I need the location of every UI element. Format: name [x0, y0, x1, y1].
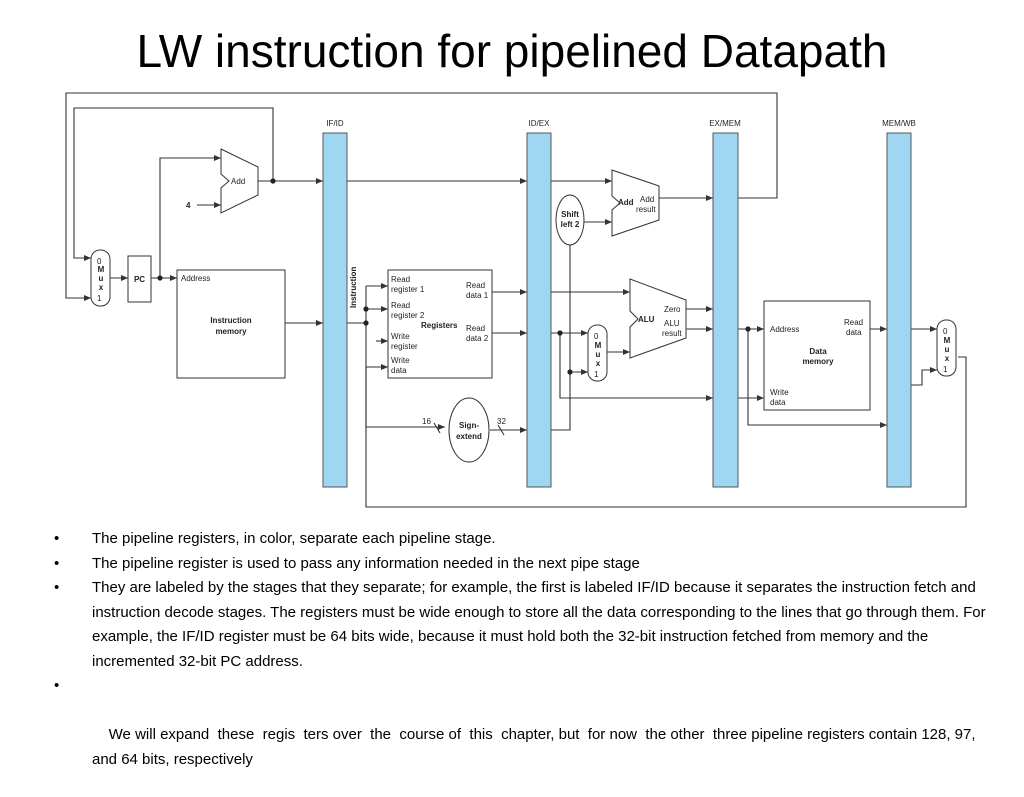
- svg-text:Registers: Registers: [421, 321, 458, 330]
- svg-text:register 1: register 1: [391, 285, 425, 294]
- pc-mux: 0 M u x 1: [90, 249, 111, 307]
- svg-text:x: x: [99, 283, 104, 292]
- bullet-text: The pipeline register is used to pass an…: [92, 554, 640, 572]
- alu: ALU Zero ALU result: [629, 278, 687, 359]
- bullet-marker: •: [54, 554, 60, 572]
- svg-text:memory: memory: [802, 357, 834, 366]
- svg-text:data 2: data 2: [466, 334, 489, 343]
- svg-text:data: data: [391, 366, 407, 375]
- svg-text:Write: Write: [391, 332, 410, 341]
- svg-text:result: result: [636, 205, 656, 214]
- bullet-item: • The pipeline registers, in color, sepa…: [52, 527, 1002, 552]
- svg-text:0: 0: [594, 332, 599, 341]
- svg-text:32: 32: [497, 417, 506, 426]
- wires: [65, 92, 967, 508]
- sign-extend-unit: Sign- extend 16 32: [422, 397, 506, 463]
- bullet-list: • The pipeline registers, in color, sepa…: [52, 527, 1002, 797]
- pipeline-register-if-id: IF/ID: [322, 119, 348, 488]
- svg-text:Sign-: Sign-: [459, 421, 479, 430]
- svg-text:ALU: ALU: [638, 315, 655, 324]
- svg-text:1: 1: [97, 294, 102, 303]
- svg-text:x: x: [945, 354, 950, 363]
- pipeline-register-mem-wb: MEM/WB: [882, 119, 916, 488]
- svg-text:Instruction: Instruction: [210, 316, 251, 325]
- instruction-label: Instruction: [349, 267, 358, 308]
- bullet-item: • We will expand these regis ters over t…: [52, 674, 1002, 797]
- bullet-text: The pipeline registers, in color, separa…: [92, 530, 496, 547]
- bullet-text: We will expand these regis ters over the…: [92, 726, 980, 768]
- svg-text:u: u: [596, 350, 601, 359]
- svg-text:Write: Write: [391, 356, 410, 365]
- svg-text:MEM/WB: MEM/WB: [882, 119, 916, 128]
- svg-text:extend: extend: [456, 432, 482, 441]
- svg-text:Shift: Shift: [561, 210, 579, 219]
- svg-text:data: data: [846, 328, 862, 337]
- pipeline-register-id-ex: ID/EX: [526, 119, 552, 488]
- svg-text:ID/EX: ID/EX: [529, 119, 551, 128]
- data-memory: Address Read data Data memory Write data: [763, 300, 871, 411]
- svg-text:Add: Add: [618, 198, 634, 207]
- bullet-text: They are labeled by the stages that they…: [92, 579, 986, 670]
- svg-text:u: u: [945, 345, 950, 354]
- svg-text:M: M: [944, 336, 951, 345]
- bullet-marker: •: [54, 677, 60, 694]
- instruction-memory: Address Instruction memory: [176, 269, 286, 379]
- svg-text:1: 1: [943, 365, 948, 374]
- junction-dots: [157, 178, 751, 375]
- svg-text:register 2: register 2: [391, 311, 425, 320]
- svg-text:IF/ID: IF/ID: [326, 119, 344, 128]
- svg-text:M: M: [98, 265, 105, 274]
- svg-text:16: 16: [422, 417, 431, 426]
- svg-text:Read: Read: [466, 281, 485, 290]
- alu-source-mux: 0 M u x 1: [587, 324, 608, 382]
- slide-title: LW instruction for pipelined Datapath: [136, 25, 888, 77]
- pipelined-datapath-diagram: IF/ID ID/EX EX/MEM MEM/WB 0 M u x 1 PC A…: [65, 92, 967, 508]
- svg-text:PC: PC: [134, 275, 145, 284]
- svg-text:Address: Address: [181, 274, 210, 283]
- svg-text:Data: Data: [809, 347, 827, 356]
- svg-text:Read: Read: [391, 301, 410, 310]
- svg-text:u: u: [99, 274, 104, 283]
- pipeline-register-ex-mem: EX/MEM: [709, 119, 741, 488]
- svg-text:data: data: [770, 398, 786, 407]
- svg-text:Add: Add: [231, 177, 245, 186]
- svg-text:Write: Write: [770, 388, 789, 397]
- svg-text:Read: Read: [466, 324, 485, 333]
- svg-text:1: 1: [594, 370, 599, 379]
- pc-adder: Add: [220, 148, 259, 214]
- writeback-mux: 0 M u x 1: [936, 319, 957, 377]
- svg-text:ALU: ALU: [664, 319, 680, 328]
- svg-text:memory: memory: [215, 327, 247, 336]
- svg-text:0: 0: [97, 257, 102, 266]
- bullet-item: • They are labeled by the stages that th…: [52, 576, 1002, 674]
- svg-text:data 1: data 1: [466, 291, 489, 300]
- svg-text:result: result: [662, 329, 682, 338]
- register-file: Read register 1 Read register 2 Write re…: [387, 269, 493, 379]
- svg-text:M: M: [595, 341, 602, 350]
- svg-text:register: register: [391, 342, 418, 351]
- bullet-item: • The pipeline register is used to pass …: [52, 552, 1002, 577]
- constant-four: 4: [186, 201, 191, 210]
- branch-adder: Add Add result: [611, 169, 660, 237]
- svg-text:Add: Add: [640, 195, 654, 204]
- pc-register: PC: [127, 255, 152, 303]
- svg-text:Read: Read: [391, 275, 410, 284]
- shift-left-2-unit: Shift left 2: [555, 194, 585, 246]
- svg-text:left 2: left 2: [561, 220, 580, 229]
- bullet-marker: •: [54, 579, 60, 596]
- svg-text:Zero: Zero: [664, 305, 681, 314]
- bullet-marker: •: [54, 530, 60, 547]
- svg-text:Address: Address: [770, 325, 799, 334]
- svg-text:0: 0: [943, 327, 948, 336]
- svg-text:Read: Read: [844, 318, 863, 327]
- svg-text:x: x: [596, 359, 601, 368]
- svg-text:EX/MEM: EX/MEM: [709, 119, 741, 128]
